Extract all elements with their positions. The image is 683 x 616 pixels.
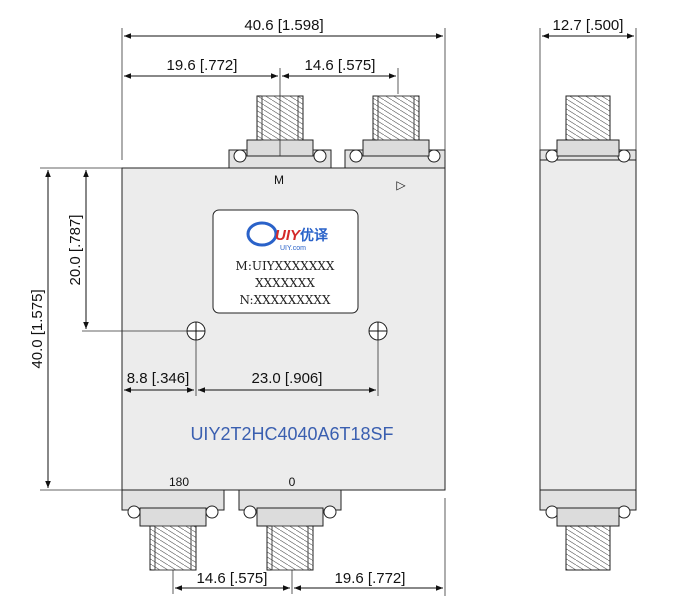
bottom-right-connector bbox=[238, 489, 342, 571]
dim-hole-spacing: 23.0 [.906] bbox=[198, 340, 379, 396]
dim-side-width: 12.7 [.500] bbox=[539, 17, 637, 150]
mounting-hole-left bbox=[186, 321, 206, 341]
dim-hole-height-text: 20.0 [.787] bbox=[67, 215, 84, 286]
dim-top-spacing: 14.6 [.575] bbox=[282, 57, 399, 94]
logo-web: UIY.com bbox=[280, 245, 306, 252]
port-label-0: 0 bbox=[289, 475, 296, 489]
dim-bottom-right-offset: 19.6 [.772] bbox=[294, 498, 446, 596]
dim-top-left-offset: 19.6 [.772] bbox=[124, 57, 281, 156]
dim-bottom-spacing-text: 14.6 [.575] bbox=[197, 570, 268, 587]
mounting-hole-right bbox=[368, 321, 388, 341]
dim-top-left-offset-text: 19.6 [.772] bbox=[167, 57, 238, 74]
dim-hole-left-offset-text: 8.8 [.346] bbox=[127, 370, 190, 387]
label-line-3: N:XXXXXXXXX bbox=[239, 293, 330, 307]
port-symbol-top-left: M bbox=[274, 173, 284, 187]
dim-overall-height-text: 40.0 [1.575] bbox=[29, 289, 46, 368]
dim-bottom-right-offset-text: 19.6 [.772] bbox=[335, 570, 406, 587]
dim-hole-spacing-text: 23.0 [.906] bbox=[252, 370, 323, 387]
dim-top-spacing-text: 14.6 [.575] bbox=[305, 57, 376, 74]
dim-overall-height: 40.0 [1.575] bbox=[29, 167, 122, 491]
port-symbol-top-right: ▷ bbox=[396, 178, 406, 192]
side-view bbox=[539, 95, 637, 571]
label-line-1: M:UIYXXXXXXX bbox=[236, 259, 335, 273]
dim-hole-left-offset: 8.8 [.346] bbox=[124, 340, 197, 396]
top-right-connector bbox=[344, 95, 446, 169]
dim-side-width-text: 12.7 [.500] bbox=[553, 17, 624, 34]
logo-letters: UIY bbox=[275, 227, 302, 244]
dim-overall-width: 40.6 [1.598] bbox=[121, 17, 446, 160]
logo-cn: 优译 bbox=[300, 227, 329, 244]
dim-overall-width-text: 40.6 [1.598] bbox=[244, 17, 323, 34]
model-number: UIY2T2HC4040A6T18SF bbox=[190, 424, 393, 444]
bottom-left-connector bbox=[121, 489, 225, 571]
label-line-2: XXXXXXX bbox=[255, 276, 315, 290]
port-label-180: 180 bbox=[169, 475, 189, 489]
logo-icon bbox=[246, 221, 278, 247]
dim-bottom-spacing: 14.6 [.575] bbox=[172, 570, 293, 594]
product-label: UIY 优译 UIY.com M:UIYXXXXXXX XXXXXXX N:XX… bbox=[212, 209, 359, 314]
dim-hole-height: 20.0 [.787] bbox=[67, 170, 187, 332]
